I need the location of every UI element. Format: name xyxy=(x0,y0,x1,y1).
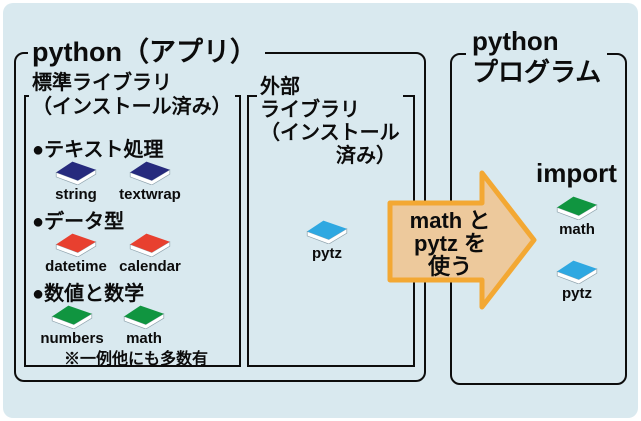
book-icon xyxy=(556,260,598,284)
book-icon xyxy=(306,220,348,244)
standard-library-title-line1: 標準ライブラリ xyxy=(32,72,172,94)
book-icon xyxy=(55,233,97,257)
section-heading-numeric-math: ●数値と数学 xyxy=(32,283,145,305)
book-pages xyxy=(51,313,93,329)
usage-arrow-caption-line2: pytz を xyxy=(413,231,487,256)
book-icon xyxy=(129,233,171,257)
book-pages xyxy=(556,268,598,284)
book-item: textwrap xyxy=(112,158,188,203)
book-label: datetime xyxy=(45,258,107,275)
book-cover xyxy=(557,196,597,216)
book-item: numbers xyxy=(34,302,110,347)
book-cover xyxy=(130,161,170,181)
book-item: math xyxy=(106,302,182,347)
python-program-title-line2: プログラム xyxy=(472,57,602,87)
book-pages xyxy=(556,204,598,220)
book-cover xyxy=(307,220,347,240)
book-item: calendar xyxy=(112,230,188,275)
book-icon xyxy=(129,161,171,185)
book-item: string xyxy=(38,158,114,203)
book-item: datetime xyxy=(38,230,114,275)
book-label: pytz xyxy=(312,245,342,262)
book-label: pytz xyxy=(562,285,592,302)
import-label: import xyxy=(536,158,617,188)
book-icon xyxy=(55,161,97,185)
book-label: numbers xyxy=(40,330,104,347)
section-heading-data-types: ●データ型 xyxy=(32,211,125,233)
book-label: textwrap xyxy=(119,186,181,203)
usage-arrow xyxy=(384,166,540,314)
book-pages xyxy=(55,169,97,185)
book-label: calendar xyxy=(119,258,181,275)
usage-arrow-caption: math と pytz を 使う xyxy=(390,209,510,278)
book-icon xyxy=(556,196,598,220)
arrow-shape xyxy=(387,170,537,310)
book-cover xyxy=(56,233,96,253)
external-library-title-line2: ライブラリ xyxy=(260,99,360,121)
book-cover xyxy=(56,161,96,181)
external-library-title-line4: 済み） xyxy=(336,145,396,167)
external-library-title-line1: 外部 xyxy=(260,76,300,98)
python-app-title: python（アプリ） xyxy=(28,37,265,67)
book-label: math xyxy=(126,330,162,347)
book-icon xyxy=(51,305,93,329)
book-cover xyxy=(52,305,92,325)
standard-library-title: 標準ライブラリ （インストール済み） xyxy=(29,71,235,119)
book-pages xyxy=(123,313,165,329)
python-program-title-line1: python xyxy=(472,26,559,56)
book-cover xyxy=(124,305,164,325)
standard-library-title-line2: （インストール済み） xyxy=(32,96,232,118)
book-pages xyxy=(306,228,348,244)
book-label: string xyxy=(55,186,97,203)
usage-arrow-caption-line1: math と xyxy=(409,208,491,233)
book-item: pytz xyxy=(539,257,615,302)
book-item: pytz xyxy=(289,217,365,262)
book-pages xyxy=(55,241,97,257)
usage-arrow-caption-line3: 使う xyxy=(427,254,472,279)
external-library-title: 外部 ライブラリ （インストール 済み） xyxy=(257,76,403,168)
book-cover xyxy=(557,260,597,280)
book-cover xyxy=(130,233,170,253)
book-icon xyxy=(123,305,165,329)
book-label: math xyxy=(559,221,595,238)
book-pages xyxy=(129,241,171,257)
book-pages xyxy=(129,169,171,185)
external-library-title-line3: （インストール xyxy=(260,122,400,144)
standard-library-note: ※一例他にも多数有 xyxy=(64,351,209,368)
python-program-title: python プログラム xyxy=(466,26,608,88)
arrow-right-icon xyxy=(387,170,537,310)
section-heading-text-processing: ●テキスト処理 xyxy=(32,139,164,161)
book-item: math xyxy=(539,193,615,238)
